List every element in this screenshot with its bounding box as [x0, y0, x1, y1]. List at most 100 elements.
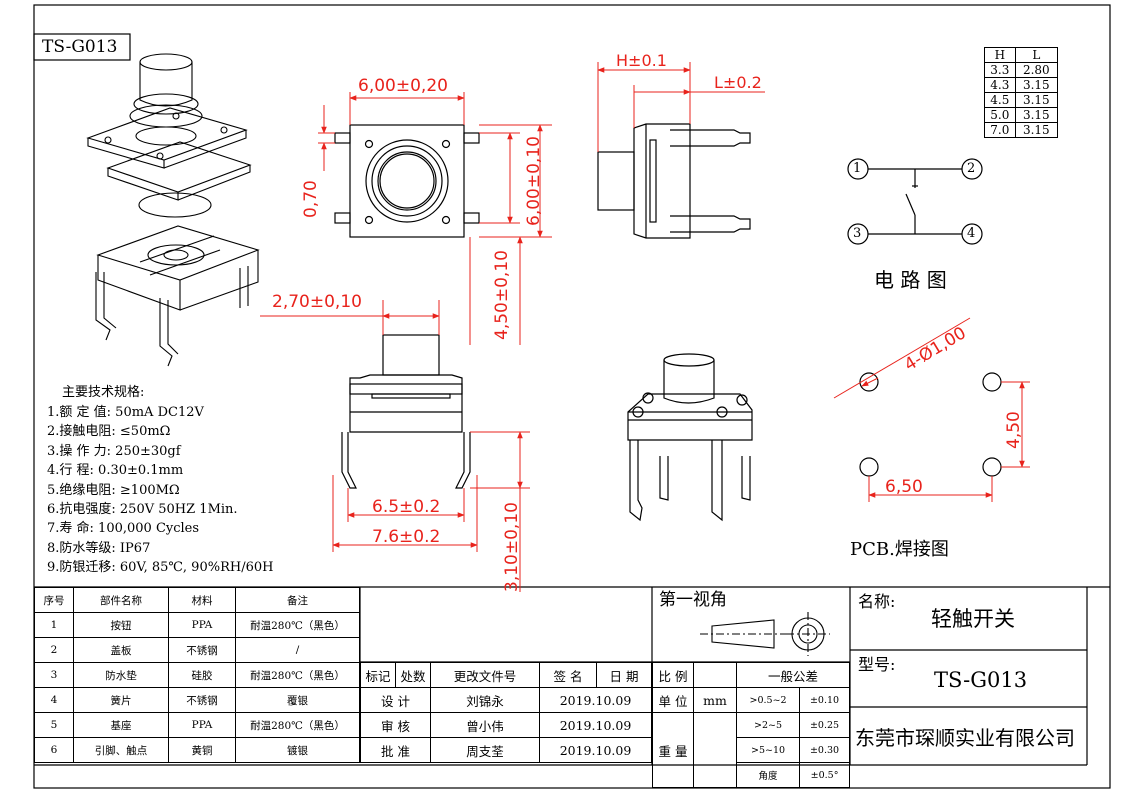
- dim-pin-height: 3,10±0,10: [502, 502, 522, 592]
- dim-stem-width: 2,70±0,10: [272, 292, 362, 312]
- bom-cell: 簧片: [73, 687, 169, 713]
- hl-cell: 3.3: [984, 62, 1016, 78]
- circuit-caption: 电 路 图: [874, 268, 947, 292]
- spec-item: 4.行 程: 0.30±0.1mm: [47, 463, 184, 478]
- circuit-pin-2: 2: [967, 161, 976, 176]
- side-view-dimensions: [597, 62, 765, 152]
- hl-cell: 4.3: [984, 77, 1016, 93]
- hl-cell: 2.80: [1014, 62, 1059, 78]
- circuit-pin-1: 1: [853, 161, 862, 176]
- hl-header: H: [984, 47, 1016, 63]
- rev-date: 2019.10.09: [539, 712, 652, 738]
- rev-role: 审 核: [360, 712, 431, 738]
- hl-cell: 7.0: [984, 122, 1016, 138]
- isometric-view: [627, 353, 753, 522]
- tol-range: >2~5: [735, 712, 801, 738]
- scale-label: 比 例: [652, 662, 694, 688]
- tol-range: >5~10: [735, 737, 801, 763]
- spec-item: 3.操 作 力: 250±30gf: [47, 444, 181, 459]
- model-label: 型号:: [858, 655, 896, 674]
- bom-cell: 耐温280℃（黑色）: [235, 712, 360, 738]
- front-view-dimensions: [260, 300, 530, 592]
- dim-height-right: 6,00±0,10: [524, 136, 544, 226]
- dim-h: H±0.1: [616, 51, 667, 70]
- tol-range: >0.5~2: [735, 687, 801, 713]
- spec-item: 7.寿 命: 100,000 Cycles: [47, 521, 200, 536]
- bom-cell: 防水垫: [73, 662, 169, 688]
- pcb-caption: PCB.焊接图: [850, 539, 949, 560]
- weight-label: 重 量: [652, 712, 694, 788]
- rev-date: 2019.10.09: [539, 687, 652, 713]
- spec-item: 5.绝缘电阻: ≥100MΩ: [47, 483, 180, 498]
- top-view: [334, 124, 480, 238]
- bom-cell: 引脚、触点: [73, 737, 169, 763]
- pcb-pitch-h: 6,50: [885, 477, 923, 497]
- spec-item: 1.额 定 值: 50mA DC12V: [47, 405, 204, 420]
- bom-cell: 耐温280℃（黑色）: [235, 612, 360, 638]
- top-view-dimensions: [318, 92, 552, 345]
- dim-pin-pitch-left: 0,70: [301, 180, 321, 218]
- side-view: [597, 123, 751, 239]
- bom-header: 备注: [235, 587, 360, 613]
- tol-value: ±0.10: [799, 687, 850, 713]
- pcb-dimensions: [833, 317, 1030, 502]
- specs-heading: 主要技术规格:: [62, 385, 145, 400]
- name-label: 名称:: [858, 592, 896, 611]
- exploded-isometric-view: [86, 53, 260, 367]
- bom-header: 序号: [34, 587, 74, 613]
- title-box-frame: [33, 33, 131, 61]
- rev-role: 设 计: [360, 687, 431, 713]
- sheet-border: [33, 4, 1111, 789]
- circuit-pin-4: 4: [967, 226, 976, 241]
- rev-role: 批 准: [360, 737, 431, 763]
- hl-cell: 3.15: [1014, 107, 1059, 123]
- bom-cell: 硅胶: [168, 662, 236, 688]
- dim-overall-height: 4,50±0,10: [492, 250, 512, 340]
- bom-header: 部件名称: [73, 587, 169, 613]
- bom-cell: 5: [34, 712, 74, 738]
- rev-header: 签 名: [539, 662, 597, 688]
- hl-cell: 3.15: [1014, 77, 1059, 93]
- bom-header: 材料: [168, 587, 236, 613]
- dim-pin-span-inner: 6.5±0.2: [372, 497, 441, 517]
- rev-person: 周支荃: [430, 737, 540, 763]
- rev-person: 刘锦永: [430, 687, 540, 713]
- hl-cell: 4.5: [984, 92, 1016, 108]
- hl-cell: 5.0: [984, 107, 1016, 123]
- hl-cell: 3.15: [1014, 92, 1059, 108]
- spec-item: 2.接触电阻: ≤50mΩ: [47, 424, 171, 439]
- model-value: TS-G013: [934, 668, 1028, 692]
- bom-cell: 2: [34, 637, 74, 663]
- dim-width-top: 6,00±0,20: [358, 76, 448, 96]
- bom-cell: 4: [34, 687, 74, 713]
- circuit-pin-3: 3: [853, 226, 862, 241]
- company-name: 东莞市琛顺实业有限公司: [855, 726, 1075, 750]
- bom-cell: 黄铜: [168, 737, 236, 763]
- bom-cell: 6: [34, 737, 74, 763]
- drawing-number-label: TS-G013: [42, 37, 118, 57]
- bom-cell: 覆银: [235, 687, 360, 713]
- rev-header: 更改文件号: [430, 662, 540, 688]
- tol-value: ±0.25: [799, 712, 850, 738]
- rev-header: 日 期: [596, 662, 652, 688]
- front-view: [341, 334, 471, 489]
- bom-cell: /: [235, 637, 360, 663]
- rev-header: 处数: [395, 662, 431, 688]
- bom-cell: 耐温280℃（黑色）: [235, 662, 360, 688]
- spec-item: 8.防水等级: IP67: [47, 541, 151, 556]
- dim-l: L±0.2: [714, 73, 762, 92]
- bom-cell: 基座: [73, 712, 169, 738]
- hl-cell: 3.15: [1014, 122, 1059, 138]
- bom-cell: PPA: [168, 712, 236, 738]
- rev-header: 标记: [360, 662, 396, 688]
- rev-person: 曾小伟: [430, 712, 540, 738]
- bom-cell: 按钮: [73, 612, 169, 638]
- pcb-layout: [859, 372, 1002, 477]
- pcb-pitch-v: 4,50: [1004, 411, 1024, 449]
- tol-range: 角度: [735, 762, 801, 788]
- tol-value: ±0.30: [799, 737, 850, 763]
